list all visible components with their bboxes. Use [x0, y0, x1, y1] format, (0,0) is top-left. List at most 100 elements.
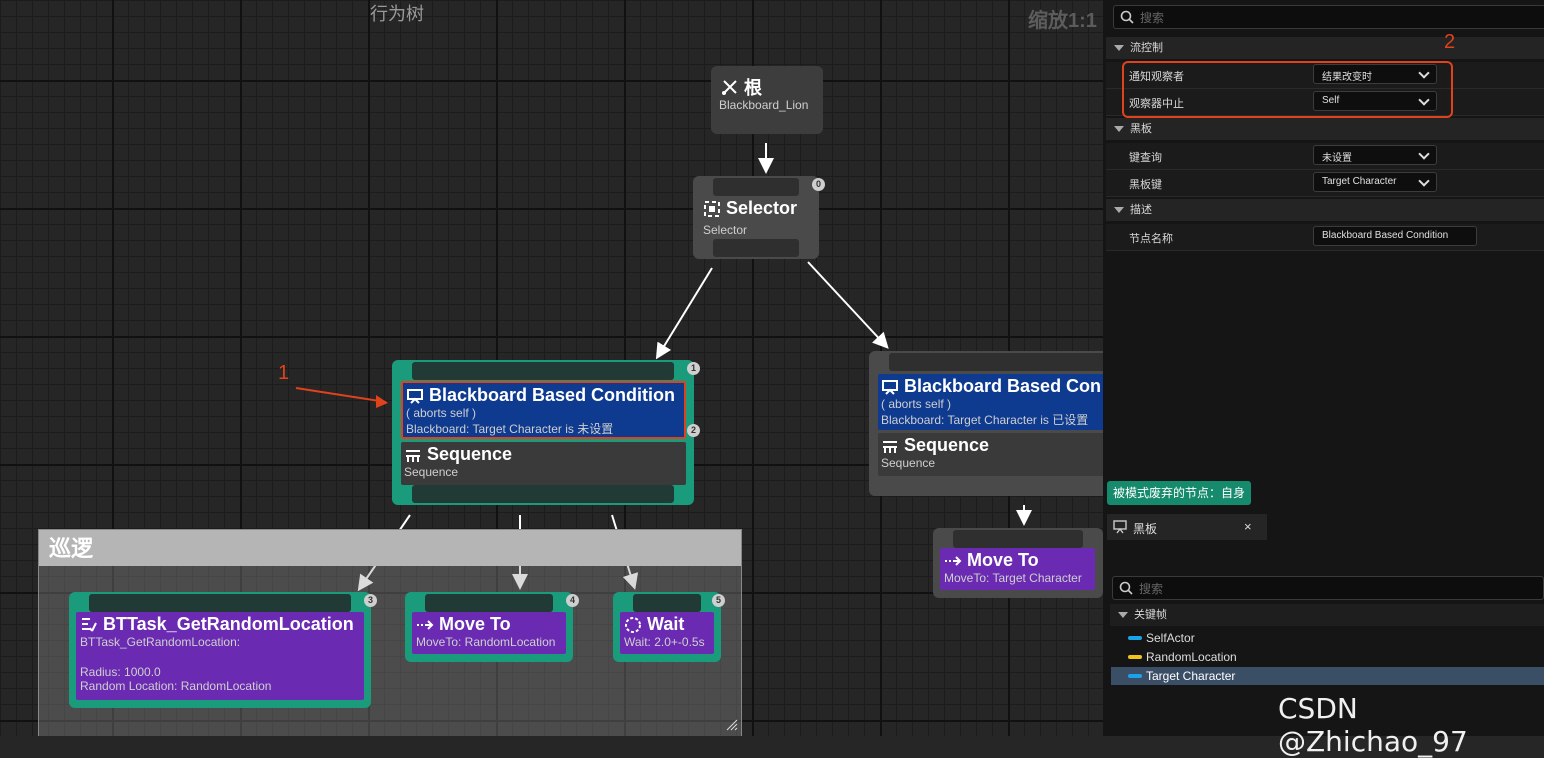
blackboard-tab-label: 黑板	[1133, 522, 1158, 536]
expand-arrow-icon	[1114, 207, 1124, 213]
blackboard-search-placeholder: 搜索	[1139, 582, 1164, 596]
selector-title: Selector	[726, 198, 798, 218]
right-sequence-node[interactable]: Blackboard Based Con ( aborts self ) Bla…	[869, 351, 1103, 496]
right-sequence-title-row: Sequence	[881, 435, 1103, 456]
blackboard-tab[interactable]: 黑板 ×	[1107, 514, 1267, 540]
category-flow-control-label: 流控制	[1130, 42, 1163, 54]
left-decorator-line2: Blackboard: Target Character is 未设置	[406, 422, 614, 436]
annotation-arrow	[295, 387, 388, 408]
key-query-combo[interactable]: 未设置	[1313, 145, 1437, 165]
right-sequence-input-pin[interactable]	[889, 353, 1103, 371]
sequence-icon	[883, 440, 897, 453]
selector-subtitle: Selector	[703, 223, 748, 237]
task-wait-subtitle: Wait: 2.0+-0.5s	[624, 635, 705, 649]
selector-input-pin[interactable]	[713, 178, 799, 196]
key-name: SelfActor	[1146, 631, 1195, 645]
search-icon	[1119, 581, 1133, 595]
watermark: CSDN @Zhichao_97	[1278, 692, 1468, 758]
left-sequence-output-pin[interactable]	[412, 485, 674, 503]
task-move-to-node[interactable]: Move To MoveTo: RandomLocation 4	[405, 592, 579, 662]
key-target-character[interactable]: Target Character	[1111, 667, 1544, 685]
task-move-title-row: Move To	[416, 614, 562, 635]
task-get-random-location-node[interactable]: BTTask_GetRandomLocation BTTask_GetRando…	[69, 592, 377, 708]
task-random-input-pin[interactable]	[89, 594, 351, 612]
task-move-right-title: Move To	[967, 550, 1039, 570]
task-wait-input-pin[interactable]	[633, 594, 701, 612]
task-move-body[interactable]: Move To MoveTo: RandomLocation	[412, 612, 566, 654]
left-decorator-title-row: Blackboard Based Condition	[406, 385, 681, 406]
move-to-icon	[417, 619, 434, 630]
task-move-to-right-node[interactable]: Move To MoveTo: Target Character	[933, 528, 1103, 598]
task-wait-node[interactable]: Wait Wait: 2.0+-0.5s 5	[613, 592, 725, 662]
annotation-2: 2	[1444, 31, 1456, 53]
right-sequence-composite[interactable]: Sequence Sequence	[878, 433, 1103, 476]
selector-icon	[704, 200, 720, 217]
right-decorator[interactable]: Blackboard Based Con ( aborts self ) Bla…	[878, 374, 1103, 430]
category-keys-label: 关键帧	[1134, 609, 1167, 621]
root-icon	[722, 80, 737, 95]
task-random-title: BTTask_GetRandomLocation	[103, 614, 354, 634]
row-node-name: 节点名称 Blackboard Based Condition	[1106, 224, 1544, 251]
blackboard-key-value: Target Character	[1322, 176, 1397, 187]
task-move-right-body[interactable]: Move To MoveTo: Target Character	[940, 548, 1095, 590]
right-decorator-title: Blackboard Based Con	[904, 376, 1102, 396]
key-self-actor[interactable]: SelfActor	[1111, 629, 1544, 647]
category-description[interactable]: 描述	[1106, 199, 1544, 221]
key-random-location[interactable]: RandomLocation	[1111, 648, 1544, 666]
task-random-body[interactable]: BTTask_GetRandomLocation BTTask_GetRando…	[76, 612, 364, 700]
task-move-right-subtitle: MoveTo: Target Character	[944, 571, 1082, 585]
right-decorator-title-row: Blackboard Based Con	[881, 376, 1103, 397]
observer-aborts-combo[interactable]: Self	[1313, 91, 1437, 111]
comment-title: 巡逻	[39, 530, 741, 566]
selector-node[interactable]: Selector Selector 0	[693, 176, 825, 259]
left-sequence-input-pin[interactable]	[412, 362, 674, 380]
details-search[interactable]: 搜索	[1113, 5, 1544, 29]
root-node[interactable]: 根 Blackboard_Lion	[711, 66, 823, 134]
key-name: Target Character	[1146, 669, 1236, 683]
left-sequence-node[interactable]: Blackboard Based Condition ( aborts self…	[392, 360, 700, 505]
right-decorator-line2: Blackboard: Target Character is 已设置	[881, 413, 1089, 427]
sequence-icon	[406, 449, 420, 462]
search-icon	[1120, 10, 1134, 24]
resize-grip-icon[interactable]	[725, 718, 739, 732]
expand-arrow-icon	[1118, 612, 1128, 618]
node-name-input[interactable]: Blackboard Based Condition	[1313, 226, 1477, 246]
blackboard-key-combo[interactable]: Target Character	[1313, 172, 1437, 192]
task-move-index-badge: 4	[566, 594, 579, 607]
task-random-index-badge: 3	[364, 594, 377, 607]
left-sequence-subtitle: Sequence	[404, 465, 459, 479]
task-move-right-input-pin[interactable]	[953, 530, 1083, 548]
notify-observer-combo[interactable]: 结果改变时	[1313, 64, 1437, 84]
blackboard-icon	[1113, 520, 1127, 534]
blackboard-search[interactable]: 搜索	[1112, 576, 1544, 600]
close-icon[interactable]: ×	[1244, 519, 1252, 534]
vector-key-icon	[1128, 655, 1142, 659]
category-flow-control[interactable]: 流控制	[1106, 37, 1544, 59]
wait-icon	[625, 616, 641, 633]
selector-output-pin[interactable]	[713, 239, 799, 257]
task-random-line1: BTTask_GetRandomLocation:	[80, 635, 241, 649]
task-wait-index-badge: 5	[712, 594, 725, 607]
root-subtitle: Blackboard_Lion	[719, 98, 809, 112]
left-decorator-title: Blackboard Based Condition	[429, 385, 676, 405]
chevron-down-icon	[1418, 148, 1430, 160]
category-keys[interactable]: 关键帧	[1110, 604, 1544, 626]
row-key-query: 键查询 未设置	[1106, 143, 1544, 170]
row-blackboard-key: 黑板键 Target Character	[1106, 170, 1544, 197]
task-wait-body[interactable]: Wait Wait: 2.0+-0.5s	[620, 612, 714, 654]
right-decorator-line1: ( aborts self )	[881, 397, 952, 411]
behavior-tree-graph[interactable]: 行为树 缩放1:1 根 Blackboard_Lion S	[0, 0, 1103, 736]
task-icon	[82, 617, 97, 632]
key-name: RandomLocation	[1146, 650, 1237, 664]
category-blackboard[interactable]: 黑板	[1106, 118, 1544, 140]
left-sequence-composite[interactable]: Sequence Sequence	[401, 442, 686, 485]
expand-arrow-icon	[1114, 126, 1124, 132]
left-decorator[interactable]: Blackboard Based Condition ( aborts self…	[401, 381, 686, 439]
left-sequence-title: Sequence	[427, 444, 513, 464]
zoom-level: 缩放1:1	[1028, 10, 1097, 32]
left-decorator-line1: ( aborts self )	[406, 406, 477, 420]
highlight-box	[1122, 61, 1453, 118]
task-move-input-pin[interactable]	[425, 594, 553, 612]
chevron-down-icon	[1418, 175, 1430, 187]
selector-index-badge: 0	[812, 178, 825, 191]
